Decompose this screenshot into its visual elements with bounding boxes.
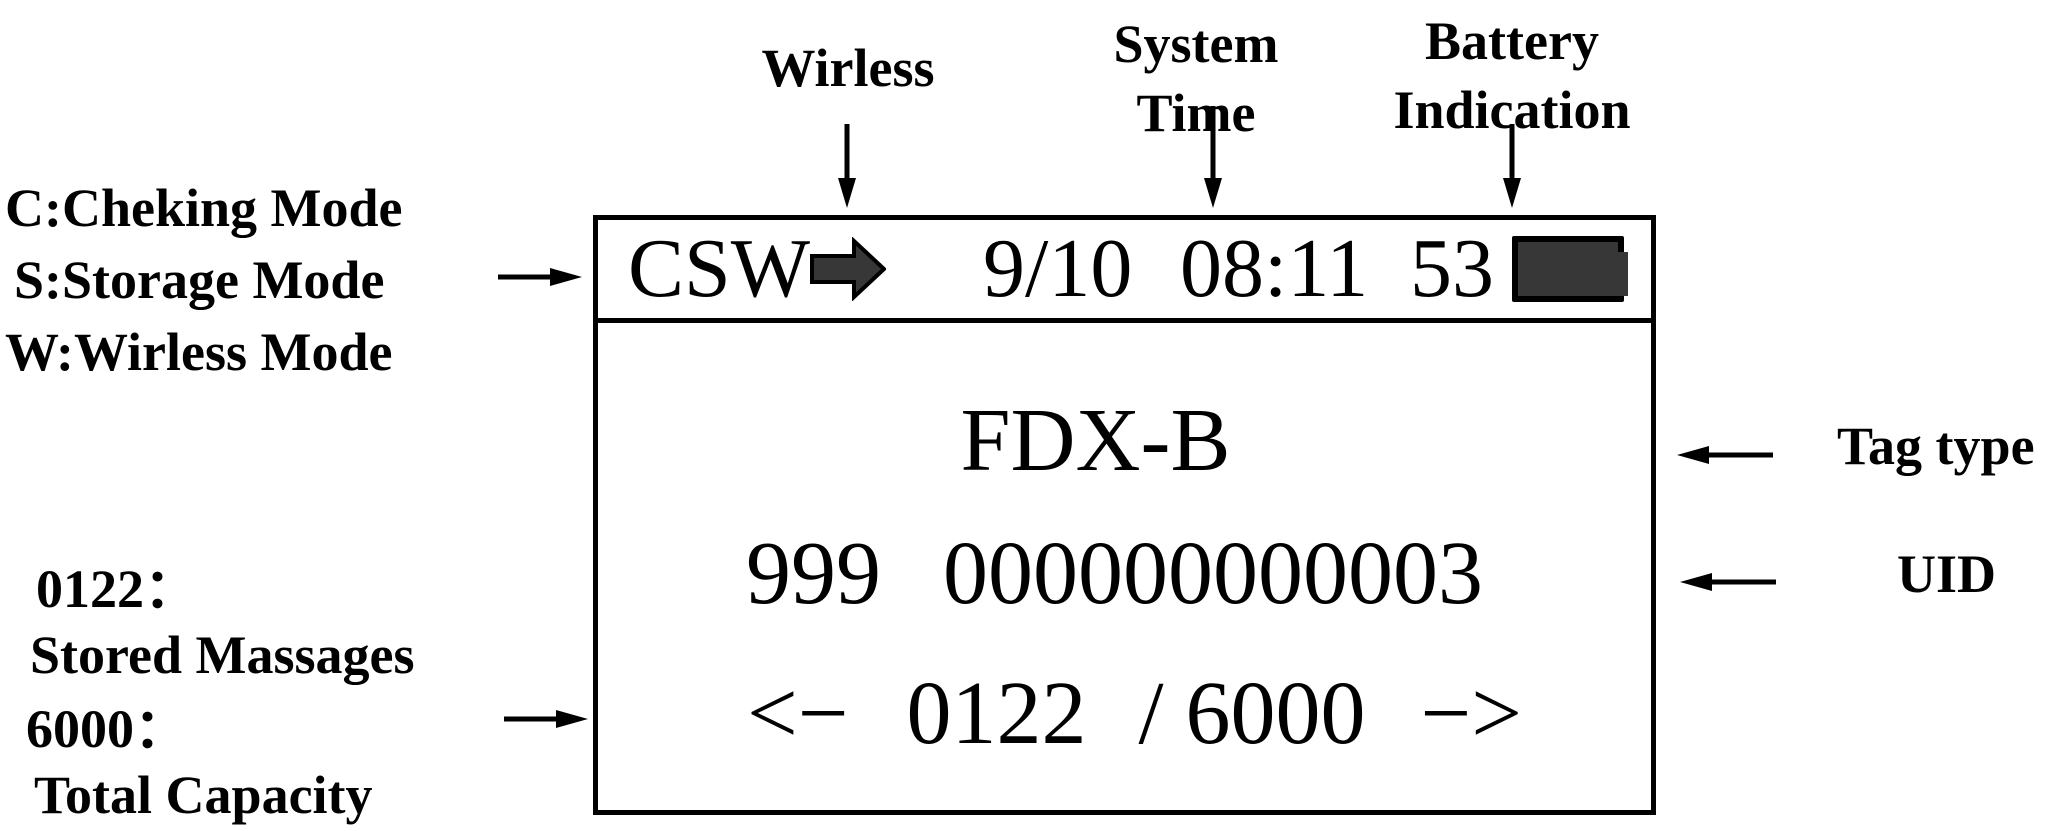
storage-legend-total-capacity: Total Capacity — [34, 765, 373, 825]
arrow-right-icon — [498, 268, 582, 286]
storage-legend-count: 0122： — [36, 559, 198, 619]
battery-icon — [1512, 236, 1628, 302]
arrow-left-icon — [1680, 573, 1776, 591]
battery-nub — [1618, 252, 1628, 296]
counter-prev-arrow: <− — [746, 664, 849, 763]
storage-legend-capacity-value: 6000： — [26, 699, 188, 759]
storage-legend-stored-messages: Stored Massages — [30, 625, 415, 685]
arrow-down-icon — [1503, 124, 1521, 208]
arrow-right-icon — [504, 710, 588, 728]
storage-legend: 0122： Stored Massages 6000： Total Capaci… — [26, 556, 415, 828]
system-time-line2: Time — [1136, 83, 1256, 143]
mode-legend-storage: S:Storage Mode — [14, 250, 385, 310]
status-time: 08:11 — [1180, 222, 1369, 315]
system-time-callout-label: System Time — [1114, 10, 1279, 148]
status-date: 9/10 — [983, 222, 1133, 315]
wireless-transfer-arrow-icon — [810, 237, 886, 301]
tag-type-value: FDX-B — [960, 391, 1231, 490]
uid-number: 000000000003 — [943, 524, 1483, 623]
mode-legend: C:Cheking Mode S:Storage Mode W:Wirless … — [5, 172, 403, 388]
counter-next-arrow: −> — [1420, 664, 1523, 763]
status-bar: CSW 9/10 08:11 53 — [598, 220, 1651, 323]
wireless-callout-label: Wirless — [761, 38, 935, 98]
uid-country-code: 999 — [746, 524, 881, 623]
battery-indication-line1: Battery — [1425, 11, 1599, 71]
uid-callout-label: UID — [1897, 544, 1997, 604]
battery-percent: 53 — [1410, 222, 1494, 315]
arrow-down-icon — [1204, 106, 1222, 208]
mode-legend-checking: C:Cheking Mode — [5, 178, 403, 238]
system-time-line1: System — [1113, 14, 1279, 74]
mode-legend-wireless: W:Wirless Mode — [5, 322, 393, 382]
arrow-left-icon — [1677, 446, 1773, 464]
message-counter: <−0122/6000−> — [608, 669, 1661, 759]
mode-indicator: CSW — [628, 222, 811, 315]
counter-stored-value: 0122 — [906, 664, 1087, 763]
tag-type-callout-label: Tag type — [1837, 416, 2035, 476]
counter-total-value: 6000 — [1185, 664, 1366, 763]
arrow-down-icon — [838, 124, 856, 208]
counter-separator: / — [1138, 664, 1164, 763]
battery-indication-callout-label: Battery Indication — [1393, 7, 1630, 145]
